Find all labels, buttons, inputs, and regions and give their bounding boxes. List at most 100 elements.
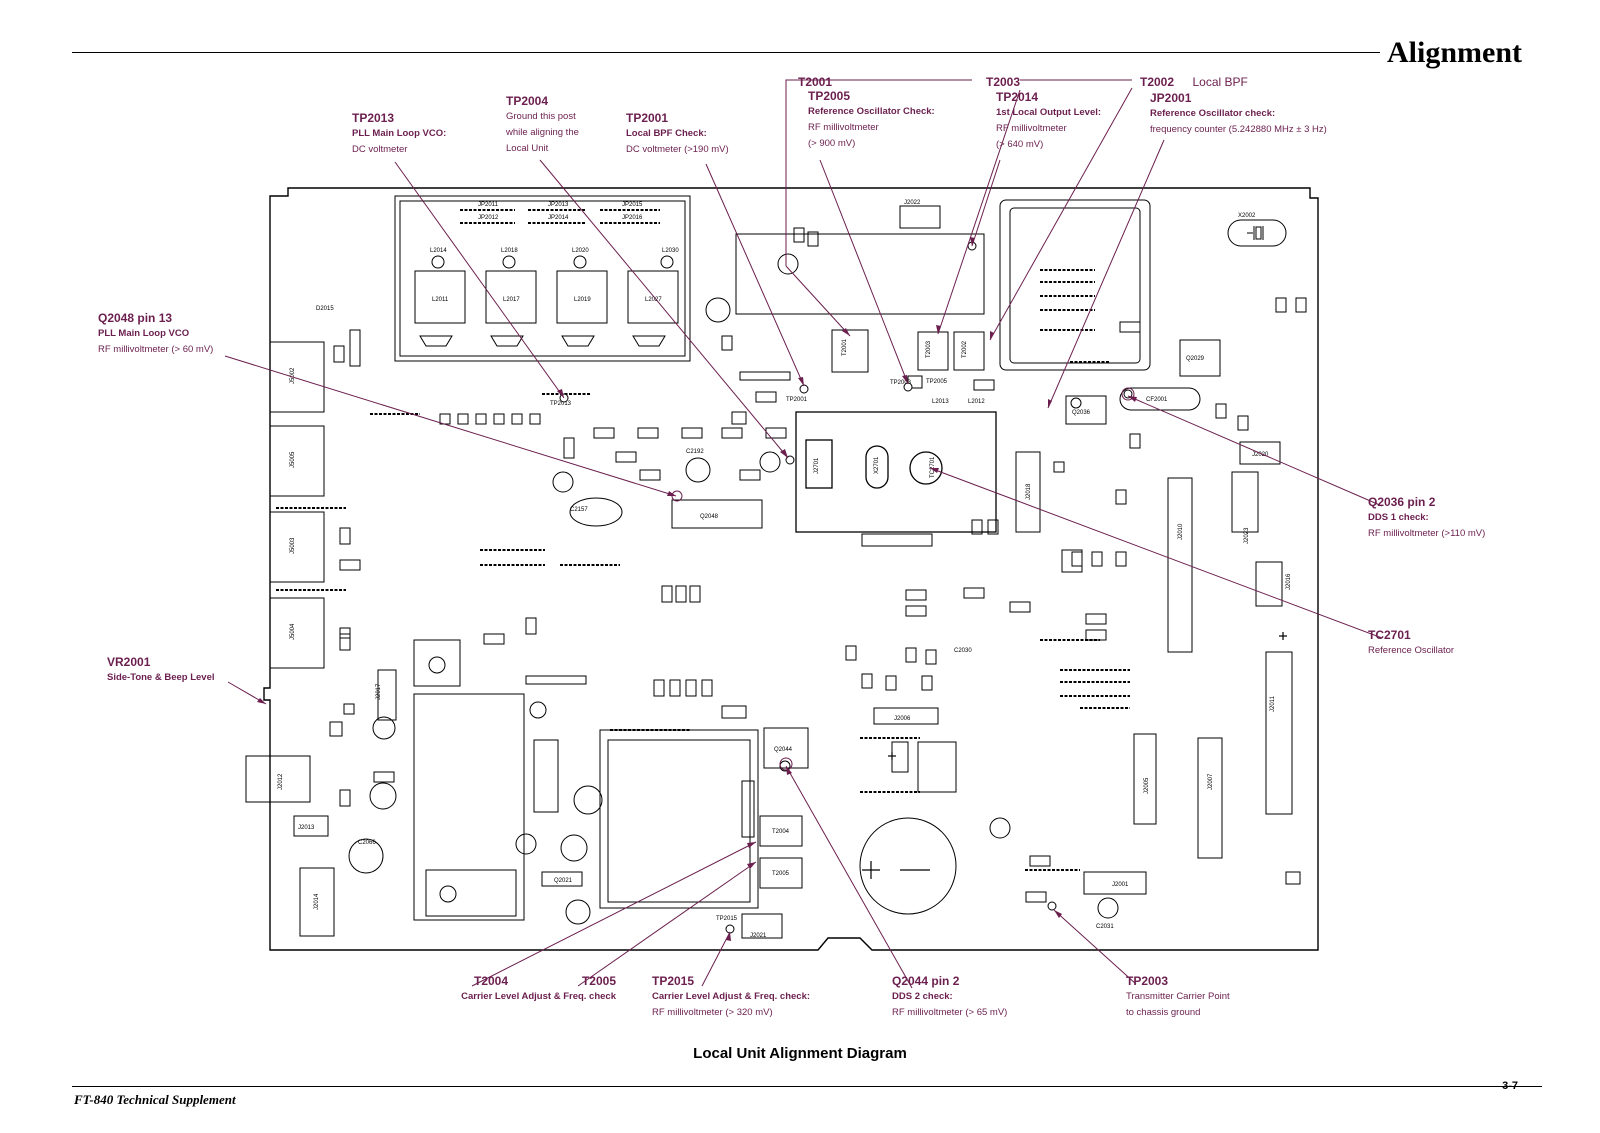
- svg-text:J2005: J2005: [1144, 777, 1150, 794]
- svg-text:D2015: D2015: [316, 306, 334, 312]
- svg-text:T2004: T2004: [772, 829, 790, 835]
- svg-text:C2031: C2031: [1096, 924, 1114, 930]
- left-connectors: [245, 341, 335, 937]
- callout-tp2013: TP2013 PLL Main Loop VCO: DC voltmeter: [352, 111, 447, 155]
- svg-text:T2001: T2001: [842, 338, 848, 356]
- footer-rule: [72, 1086, 1542, 1087]
- svg-text:J2018: J2018: [1026, 483, 1032, 500]
- highlight-rings: [671, 387, 1135, 771]
- svg-text:L2014: L2014: [430, 248, 447, 254]
- svg-text:L2027: L2027: [645, 297, 662, 303]
- callout-t2001: T2001: [798, 75, 833, 89]
- svg-text:Q2029: Q2029: [1186, 356, 1205, 362]
- svg-text:J2023: J2023: [1244, 527, 1250, 544]
- svg-text:J2013: J2013: [298, 825, 315, 831]
- svg-text:J2010: J2010: [1178, 523, 1184, 540]
- svg-text:JP2015: JP2015: [622, 202, 643, 208]
- shield-box-vco: [394, 195, 691, 362]
- svg-text:J2001: J2001: [1112, 882, 1129, 888]
- q2044-ic: [763, 727, 809, 769]
- ref-osc-module: [795, 411, 997, 533]
- callout-vr2001: VR2001 Side-Tone & Beep Level: [107, 655, 215, 683]
- svg-text:J2016: J2016: [1286, 573, 1292, 590]
- svg-text:J2006: J2006: [894, 716, 911, 722]
- svg-text:L2030: L2030: [662, 248, 679, 254]
- svg-text:TP2015: TP2015: [716, 916, 738, 922]
- svg-text:J2007: J2007: [1208, 773, 1214, 790]
- callout-tp2004: TP2004 Ground this post while aligning t…: [506, 94, 579, 154]
- svg-text:C2192: C2192: [686, 449, 704, 455]
- svg-text:L2019: L2019: [574, 297, 591, 303]
- callout-t2002: T2002 Local BPF: [1140, 75, 1248, 89]
- svg-text:J2012: J2012: [278, 773, 284, 790]
- svg-text:J2014: J2014: [314, 893, 320, 910]
- callout-tc2701: TC2701 Reference Oscillator: [1368, 628, 1455, 656]
- svg-text:L2012: L2012: [968, 399, 985, 405]
- svg-text:J2022: J2022: [904, 200, 921, 206]
- svg-text:JP2011: JP2011: [478, 202, 499, 208]
- svg-text:J5005: J5005: [290, 451, 296, 468]
- callout-t2004: T2004: [474, 974, 509, 988]
- svg-text:TP2001: TP2001: [786, 397, 808, 403]
- svg-text:X2701: X2701: [874, 456, 880, 474]
- section-title: Alignment: [1387, 36, 1522, 69]
- svg-text:Q2048: Q2048: [700, 514, 719, 520]
- svg-text:C2030: C2030: [954, 648, 972, 654]
- callout-tp2003: TP2003 Transmitter Carrier Point to chas…: [1126, 974, 1230, 1018]
- inductor-circles: [431, 255, 674, 269]
- svg-text:JP2016: JP2016: [622, 215, 643, 221]
- svg-text:T2005: T2005: [772, 871, 790, 877]
- svg-text:CF2001: CF2001: [1146, 397, 1168, 403]
- svg-text:J5004: J5004: [290, 623, 296, 640]
- callout-tp2015: TP2015 Carrier Level Adjust & Freq. chec…: [652, 974, 811, 1018]
- header-rule: [72, 52, 1380, 53]
- small-components: [329, 227, 1307, 903]
- svg-text:J2020: J2020: [1252, 452, 1269, 458]
- svg-text:J2701: J2701: [814, 457, 820, 474]
- svg-text:X2002: X2002: [1238, 213, 1256, 219]
- svg-text:L2020: L2020: [572, 248, 589, 254]
- svg-text:C2066: C2066: [358, 840, 376, 846]
- lower-left-blocks: [377, 639, 803, 939]
- svg-text:L2011: L2011: [432, 297, 449, 303]
- svg-text:JP2014: JP2014: [548, 215, 569, 221]
- board-outline: [263, 187, 1319, 951]
- svg-text:Q2036: Q2036: [1072, 410, 1091, 416]
- callout-tp2014: TP2014 1st Local Output Level: RF milliv…: [996, 90, 1102, 150]
- svg-text:J5002: J5002: [290, 367, 296, 384]
- callout-tp2005: TP2005 Reference Oscillator Check: RF mi…: [808, 89, 935, 149]
- svg-text:JP2012: JP2012: [478, 215, 499, 221]
- crosses: [862, 632, 1287, 879]
- callout-q2036-pin2: Q2036 pin 2 DDS 1 check: RF millivoltmet…: [1368, 495, 1486, 539]
- svg-text:L2013: L2013: [932, 399, 949, 405]
- svg-text:TC2701: TC2701: [930, 456, 936, 478]
- svg-text:J2021: J2021: [750, 933, 767, 939]
- svg-text:TP2003: TP2003: [890, 380, 912, 386]
- svg-text:L2017: L2017: [503, 297, 520, 303]
- svg-text:Q2044: Q2044: [774, 747, 793, 753]
- leader-arrowheads: [257, 237, 1137, 941]
- callout-t2005: T2005 Carrier Level Adjust & Freq. check: [461, 974, 616, 1002]
- callout-t2003: T2003: [986, 75, 1021, 89]
- svg-text:J2017: J2017: [376, 683, 382, 700]
- svg-text:J2011: J2011: [1270, 695, 1276, 712]
- svg-text:TP2013: TP2013: [550, 401, 572, 407]
- svg-text:TP2005: TP2005: [926, 379, 948, 385]
- round-parts: [348, 253, 1119, 925]
- top-centre-blocks: [735, 199, 1287, 465]
- can-labels: L2011 L2017 L2019 L2027 L2014 L2018 L202…: [430, 202, 679, 303]
- callout-tp2001: TP2001 Local BPF Check: DC voltmeter (>1…: [626, 111, 729, 155]
- svg-text:T2002: T2002: [962, 340, 968, 358]
- svg-text:Q2021: Q2021: [554, 878, 573, 884]
- svg-text:L2018: L2018: [501, 248, 518, 254]
- diagram-caption: Local Unit Alignment Diagram: [693, 1045, 907, 1062]
- svg-text:J5003: J5003: [290, 537, 296, 554]
- footer-document-title: FT-840 Technical Supplement: [74, 1092, 236, 1107]
- page-number: 3-7: [1502, 1080, 1518, 1092]
- q2048-ic: [671, 499, 763, 529]
- callout-q2048-pin13: Q2048 pin 13 PLL Main Loop VCO RF milliv…: [98, 311, 214, 355]
- xtal-symbol: [1247, 226, 1264, 240]
- callout-jp2001: JP2001 Reference Oscillator check: frequ…: [1150, 91, 1327, 135]
- svg-text:JP2013: JP2013: [548, 202, 569, 208]
